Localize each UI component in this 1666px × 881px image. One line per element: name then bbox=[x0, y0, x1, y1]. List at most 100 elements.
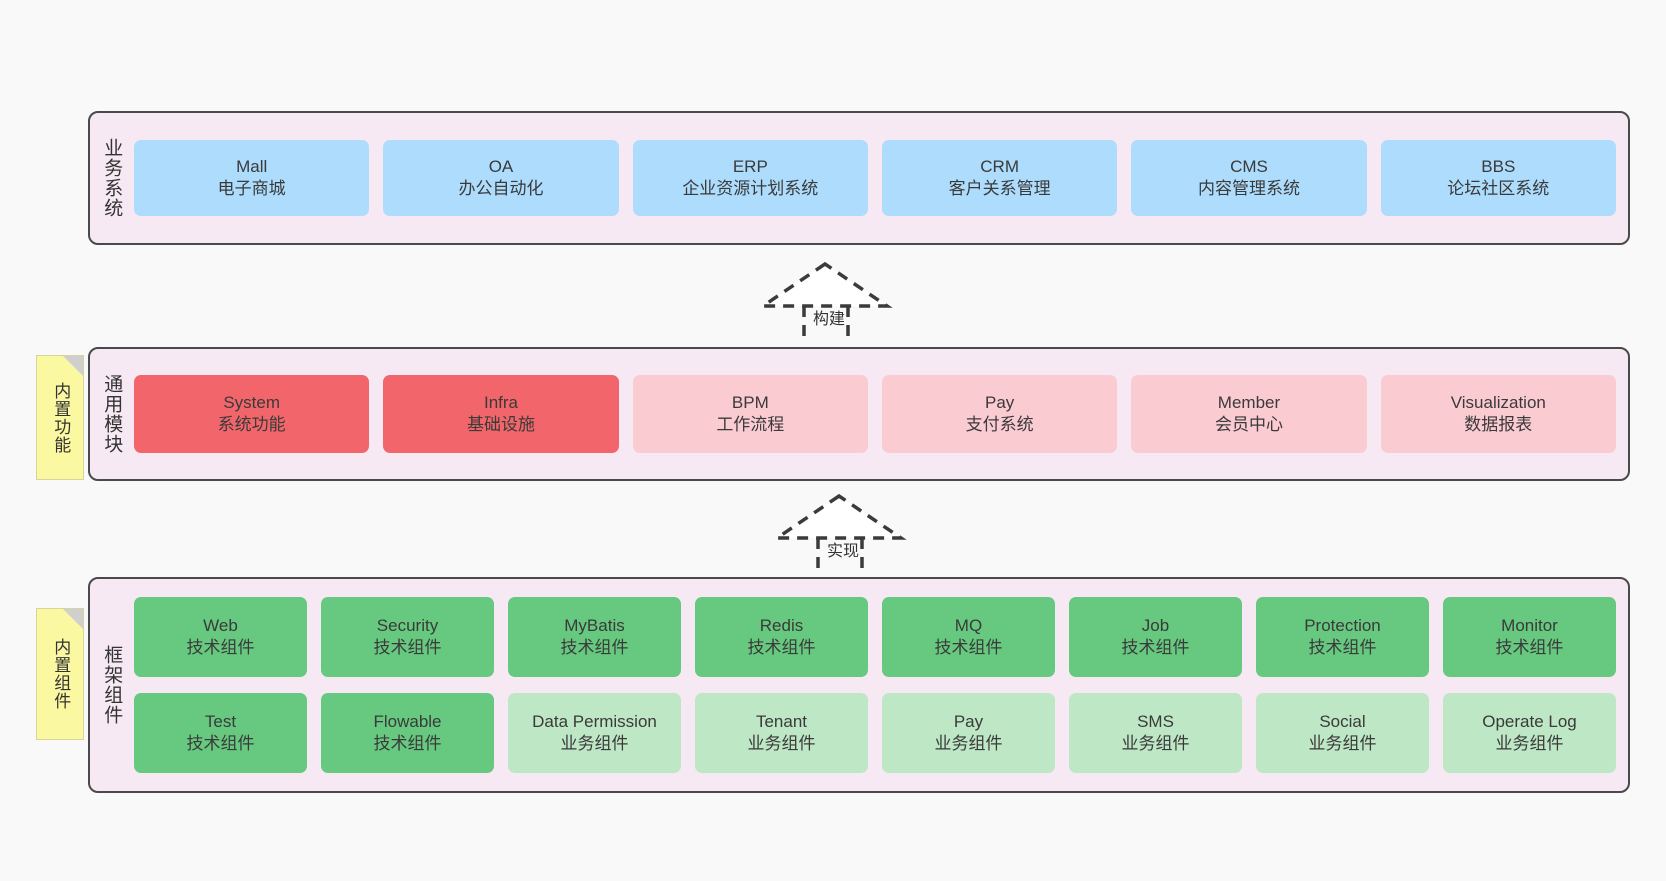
connector-build: 构建 bbox=[757, 258, 908, 344]
business-card-bbs[interactable]: BBS 论坛社区系统 bbox=[1380, 140, 1616, 216]
sticky-fold-corner-icon bbox=[63, 609, 83, 629]
framework-card-mq[interactable]: MQ 技术组件 bbox=[882, 597, 1055, 677]
card-subtitle: 技术组件 bbox=[186, 638, 255, 657]
layer-framework-components: 框架组件 Web 技术组件 Security 技术组件 MyBatis 技术组件… bbox=[88, 577, 1630, 793]
card-title: BPM bbox=[731, 393, 769, 413]
framework-card-web[interactable]: Web 技术组件 bbox=[134, 597, 307, 677]
card-subtitle: 办公自动化 bbox=[458, 179, 544, 198]
card-subtitle: 技术组件 bbox=[934, 638, 1003, 657]
business-card-crm[interactable]: CRM 客户关系管理 bbox=[881, 140, 1118, 216]
card-subtitle: 业务组件 bbox=[1495, 734, 1564, 753]
card-subtitle: 业务组件 bbox=[560, 734, 629, 753]
framework-card-operate-log[interactable]: Operate Log 业务组件 bbox=[1443, 693, 1616, 773]
layer-common-modules: 通用模块 System 系统功能 Infra 基础设施 BPM 工作流程 Pay… bbox=[88, 347, 1630, 481]
framework-card-mybatis[interactable]: MyBatis 技术组件 bbox=[508, 597, 681, 677]
card-subtitle: 技术组件 bbox=[1308, 638, 1377, 657]
card-title: Pay bbox=[953, 712, 984, 732]
card-title: Pay bbox=[985, 393, 1015, 413]
card-subtitle: 技术组件 bbox=[747, 638, 816, 657]
card-title: CMS bbox=[1230, 157, 1268, 177]
common-card-infra[interactable]: Infra 基础设施 bbox=[383, 375, 619, 453]
card-subtitle: 技术组件 bbox=[1121, 638, 1190, 657]
card-subtitle: 内容管理系统 bbox=[1197, 179, 1300, 198]
card-subtitle: 技术组件 bbox=[373, 638, 442, 657]
common-card-pay[interactable]: Pay 支付系统 bbox=[881, 375, 1118, 453]
card-subtitle: 基础设施 bbox=[466, 415, 535, 434]
card-subtitle: 支付系统 bbox=[965, 415, 1034, 434]
layer-business-systems: 业务系统 Mall 电子商城 OA 办公自动化 ERP 企业资源计划系统 CRM… bbox=[88, 111, 1630, 245]
card-subtitle: 技术组件 bbox=[1495, 638, 1564, 657]
framework-card-flowable[interactable]: Flowable 技术组件 bbox=[321, 693, 494, 773]
framework-business-row: Test 技术组件 Flowable 技术组件 Data Permission … bbox=[134, 693, 1616, 773]
common-card-system[interactable]: System 系统功能 bbox=[134, 375, 370, 453]
card-subtitle: 数据报表 bbox=[1464, 415, 1533, 434]
card-title: Infra bbox=[483, 393, 518, 413]
card-title: BBS bbox=[1481, 157, 1516, 177]
connector-build-label: 构建 bbox=[813, 311, 846, 328]
layer-framework-components-title: 框架组件 bbox=[101, 645, 123, 725]
card-subtitle: 技术组件 bbox=[373, 734, 442, 753]
layer-framework-components-body: Web 技术组件 Security 技术组件 MyBatis 技术组件 Redi… bbox=[132, 579, 1628, 791]
card-subtitle: 客户关系管理 bbox=[948, 179, 1051, 198]
card-subtitle: 业务组件 bbox=[1121, 734, 1190, 753]
card-title: Mall bbox=[236, 157, 268, 177]
framework-card-monitor[interactable]: Monitor 技术组件 bbox=[1443, 597, 1616, 677]
business-card-cms[interactable]: CMS 内容管理系统 bbox=[1131, 140, 1367, 216]
framework-card-tenant[interactable]: Tenant 业务组件 bbox=[695, 693, 868, 773]
sticky-note-builtin-features: 内置功能 bbox=[36, 355, 84, 480]
card-subtitle: 论坛社区系统 bbox=[1447, 179, 1550, 198]
framework-card-sms[interactable]: SMS 业务组件 bbox=[1069, 693, 1242, 773]
card-title: Social bbox=[1319, 712, 1366, 732]
business-systems-row: Mall 电子商城 OA 办公自动化 ERP 企业资源计划系统 CRM 客户关系… bbox=[134, 140, 1616, 216]
card-title: Job bbox=[1141, 616, 1170, 636]
card-title: Test bbox=[204, 712, 237, 732]
card-subtitle: 系统功能 bbox=[217, 415, 286, 434]
framework-card-social[interactable]: Social 业务组件 bbox=[1256, 693, 1429, 773]
card-title: ERP bbox=[732, 157, 768, 177]
layer-business-systems-title: 业务系统 bbox=[101, 138, 123, 218]
business-card-oa[interactable]: OA 办公自动化 bbox=[383, 140, 619, 216]
framework-card-redis[interactable]: Redis 技术组件 bbox=[695, 597, 868, 677]
framework-card-job[interactable]: Job 技术组件 bbox=[1069, 597, 1242, 677]
sticky-note-label: 内置组件 bbox=[51, 638, 71, 710]
connector-implement-label: 实现 bbox=[827, 543, 860, 560]
layer-common-modules-title: 通用模块 bbox=[101, 374, 123, 454]
common-card-visualization[interactable]: Visualization 数据报表 bbox=[1380, 375, 1616, 453]
sticky-fold-corner-icon bbox=[63, 356, 83, 376]
layer-common-modules-body: System 系统功能 Infra 基础设施 BPM 工作流程 Pay 支付系统… bbox=[132, 349, 1628, 479]
framework-card-test[interactable]: Test 技术组件 bbox=[134, 693, 307, 773]
card-title: Visualization bbox=[1450, 393, 1546, 413]
card-subtitle: 电子商城 bbox=[217, 179, 286, 198]
card-title: Data Permission bbox=[532, 712, 657, 732]
card-title: CRM bbox=[980, 157, 1019, 177]
framework-card-protection[interactable]: Protection 技术组件 bbox=[1256, 597, 1429, 677]
card-title: Security bbox=[376, 616, 439, 636]
card-title: SMS bbox=[1137, 712, 1174, 732]
card-subtitle: 工作流程 bbox=[716, 415, 785, 434]
sticky-note-builtin-components: 内置组件 bbox=[36, 608, 84, 740]
business-card-erp[interactable]: ERP 企业资源计划系统 bbox=[632, 140, 868, 216]
card-subtitle: 技术组件 bbox=[186, 734, 255, 753]
card-subtitle: 业务组件 bbox=[1308, 734, 1377, 753]
card-title: OA bbox=[488, 157, 514, 177]
framework-card-data-permission[interactable]: Data Permission 业务组件 bbox=[508, 693, 681, 773]
card-title: System bbox=[223, 393, 280, 413]
card-title: Protection bbox=[1304, 616, 1381, 636]
business-card-mall[interactable]: Mall 电子商城 bbox=[134, 140, 370, 216]
common-card-bpm[interactable]: BPM 工作流程 bbox=[632, 375, 868, 453]
framework-card-security[interactable]: Security 技术组件 bbox=[321, 597, 494, 677]
card-title: Tenant bbox=[755, 712, 808, 732]
framework-tech-row: Web 技术组件 Security 技术组件 MyBatis 技术组件 Redi… bbox=[134, 597, 1616, 677]
card-subtitle: 业务组件 bbox=[747, 734, 816, 753]
card-subtitle: 技术组件 bbox=[560, 638, 629, 657]
card-title: Operate Log bbox=[1482, 712, 1577, 732]
card-title: MQ bbox=[954, 616, 983, 636]
layer-business-systems-body: Mall 电子商城 OA 办公自动化 ERP 企业资源计划系统 CRM 客户关系… bbox=[132, 113, 1628, 243]
card-subtitle: 会员中心 bbox=[1214, 415, 1283, 434]
card-subtitle: 企业资源计划系统 bbox=[682, 179, 819, 198]
common-card-member[interactable]: Member 会员中心 bbox=[1131, 375, 1367, 453]
framework-card-pay[interactable]: Pay 业务组件 bbox=[882, 693, 1055, 773]
connector-implement: 实现 bbox=[771, 490, 922, 576]
card-title: Member bbox=[1217, 393, 1281, 413]
